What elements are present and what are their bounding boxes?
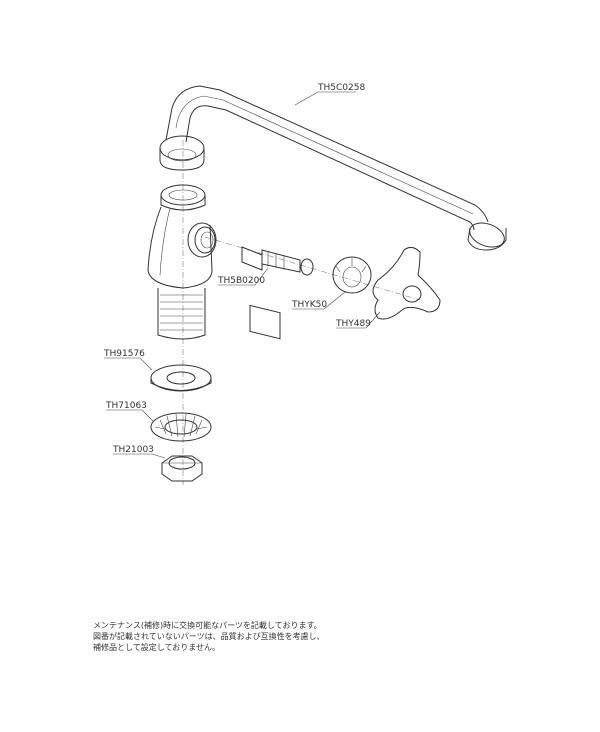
label-lock-washer: TH71063 [105,401,147,411]
label-nut: TH21003 [112,445,154,455]
note-line-1: メンテナンス(補修)時に交換可能なパーツを記載しております。 [93,621,322,630]
label-cap: THYK50 [291,300,327,310]
cap [332,256,372,294]
maintenance-note: メンテナンス(補修)時に交換可能なパーツを記載しております。 図番が記載されてい… [93,620,393,653]
faucet-body [147,184,217,340]
label-handle: THY489 [335,319,371,329]
hex-nut [161,455,203,482]
label-washer: TH91576 [103,349,145,359]
label-spout: TH5C0258 [317,83,365,93]
spout [159,85,507,251]
leader-lines [104,91,381,459]
lock-washer [150,412,212,442]
cartridge [241,246,314,340]
handle [372,246,441,320]
note-line-2: 図番が記載されていないパーツは、品質および互換性を考慮し、 [93,632,325,641]
washer [150,364,212,392]
label-cartridge: TH5B0200 [217,276,265,286]
note-line-3: 補修品として設定しておりません。 [93,643,221,652]
